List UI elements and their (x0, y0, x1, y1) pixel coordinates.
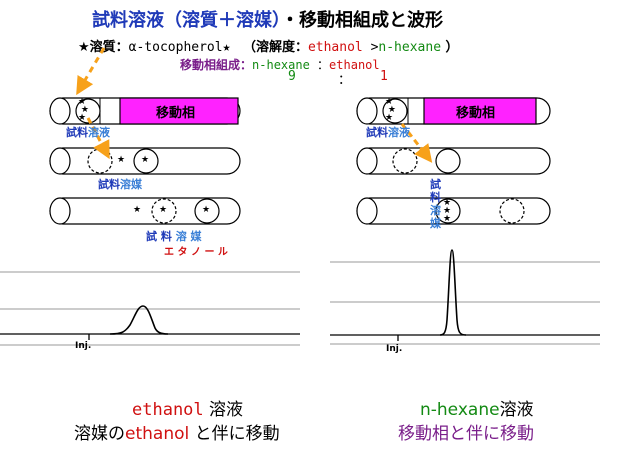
star-icon: ★ (159, 205, 168, 215)
title-sample-solution: 試料溶液 (92, 10, 164, 31)
right-column-tube-2 (356, 147, 551, 175)
left-mobile-phase-label: 移動相 (156, 106, 196, 121)
solute-line: ★溶質：α-tocopherol★ （溶解度：ethanol >n-hexane… (78, 36, 459, 55)
left-peak (109, 305, 169, 335)
label-sample: 試料 (98, 178, 120, 191)
label-sample: 試 (430, 178, 441, 191)
caption-move-suffix: と伴に移動 (189, 424, 280, 444)
label-sample: 試料 (66, 126, 88, 139)
ratio-ethanol: 1 (380, 69, 388, 84)
label-sample: 試料 (366, 126, 388, 139)
label-solution: 溶液 (88, 126, 110, 139)
left-label-2: 試料溶媒 (98, 176, 142, 192)
mobile-phase-composition: 移動相組成：n-hexane ：ethanol (180, 56, 380, 73)
caption-solution: 溶液 (203, 400, 244, 420)
left-mobile-phase-block (119, 97, 239, 125)
ratio-colon: ： (338, 73, 352, 88)
right-caption-line2: 移動相と伴に移動 (398, 424, 534, 444)
star-icon: ★ (133, 205, 142, 215)
right-caption-line1: n-hexane溶液 (420, 395, 534, 420)
left-column-tube-1 (49, 97, 241, 125)
solubility-gt: > (362, 40, 379, 55)
right-mobile-phase-block (423, 97, 537, 125)
ratio-hexane: 9 (288, 69, 296, 84)
label-solution: 溶液 (388, 126, 410, 139)
left-caption-line2: 溶媒のethanol と伴に移動 (74, 419, 280, 444)
page-title: 試料溶液（溶質＋溶媒）・移動相組成と波形 (92, 6, 443, 32)
star-icon: ★ (141, 155, 150, 165)
right-label-1: 試料溶液 (366, 124, 410, 140)
mobile-ethanol: ethanol (329, 58, 380, 72)
caption-ethanol: ethanol (125, 424, 190, 444)
solute-label: ★溶質： (78, 40, 129, 55)
label-solvent: 溶媒 (120, 178, 142, 191)
star-icon: ★★★ (443, 198, 452, 224)
left-label-1: 試料溶液 (66, 124, 110, 140)
arrow-right-1-to-2 (400, 123, 433, 163)
mobile-hexane: n-hexane (252, 58, 310, 72)
solubility-close: ） (441, 40, 459, 55)
right-chromatogram (330, 249, 600, 345)
right-mobile-phase-label: 移動相 (456, 106, 496, 121)
left-injection-label: Inj. (75, 341, 92, 351)
label-sample: 試 料 (146, 230, 172, 243)
mobile-label: 移動相組成： (180, 58, 253, 72)
title-solute-solvent: （溶質＋溶媒） (164, 10, 281, 31)
left-chromatogram (0, 271, 300, 346)
caption-solvent-prefix: 溶媒の (74, 424, 125, 444)
left-caption-line1: ethanol 溶液 (132, 395, 243, 420)
star-icon: ★ ★★ (385, 97, 396, 123)
right-column-tube-1 (356, 97, 551, 125)
ethanol-note: エ タ ノ ー ル (164, 247, 228, 258)
label-solvent: 媒 (430, 217, 441, 230)
star-icon: ★ (202, 205, 211, 215)
caption-hexane: n-hexane (420, 400, 500, 420)
arrow-title-to-tube (76, 47, 106, 96)
left-column-tube-3 (49, 197, 241, 225)
solubility-ethanol: ethanol (307, 40, 363, 55)
label-solvent: 溶 媒 (175, 230, 202, 243)
star-icon: ★ ★★ (78, 97, 89, 123)
right-column-tube-3 (356, 197, 551, 225)
caption-solution: 溶液 (499, 400, 534, 420)
caption-ethanol: ethanol (132, 400, 204, 420)
right-label-2: 試 料 溶 媒 (430, 178, 441, 230)
star-icon: ★ (117, 155, 126, 165)
right-peak (439, 249, 467, 336)
solute-name: α-tocopherol★ (128, 40, 231, 55)
right-injection-label: Inj. (386, 344, 403, 354)
solubility-hexane: n-hexane (378, 40, 442, 55)
arrow-left-1-to-2 (86, 117, 110, 160)
label-solvent: 溶 (430, 204, 441, 217)
solubility-label: （溶解度： (242, 40, 308, 55)
mobile-sep: ： (309, 58, 330, 72)
left-label-3: 試 料 溶 媒 (146, 228, 202, 244)
title-mobile-phase: ・移動相組成と波形 (281, 10, 443, 31)
label-sample: 料 (430, 191, 441, 204)
